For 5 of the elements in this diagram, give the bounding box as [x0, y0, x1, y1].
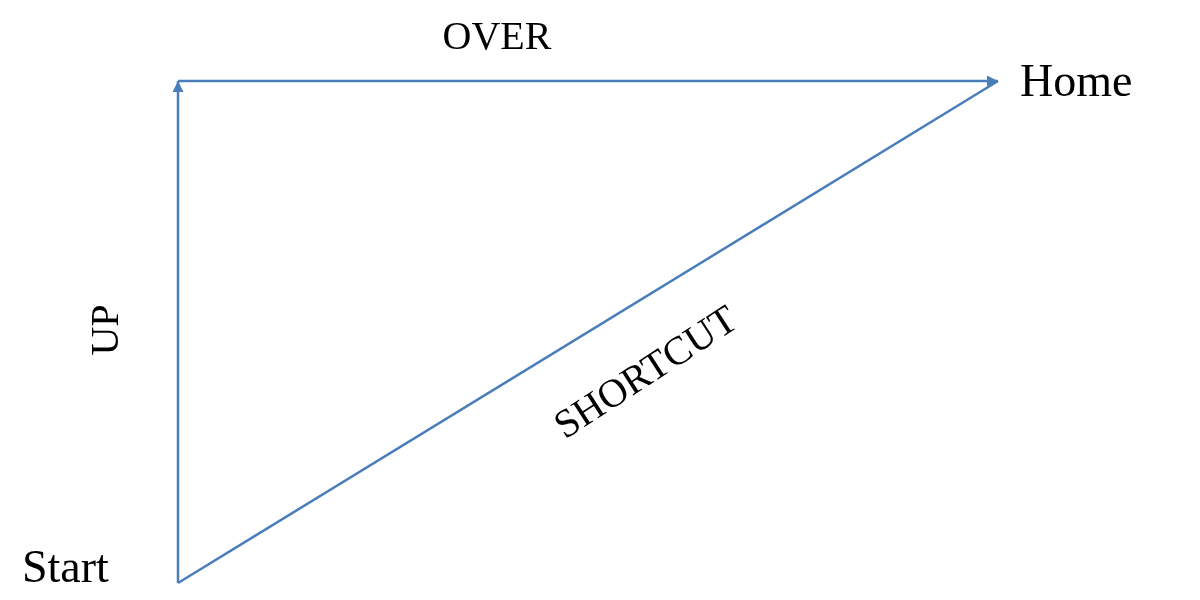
arrow: [178, 75, 998, 87]
place-label: Home: [1020, 58, 1133, 104]
connector-line: [177, 79, 999, 585]
place-label: Start: [22, 544, 109, 590]
arrow: [172, 81, 184, 583]
